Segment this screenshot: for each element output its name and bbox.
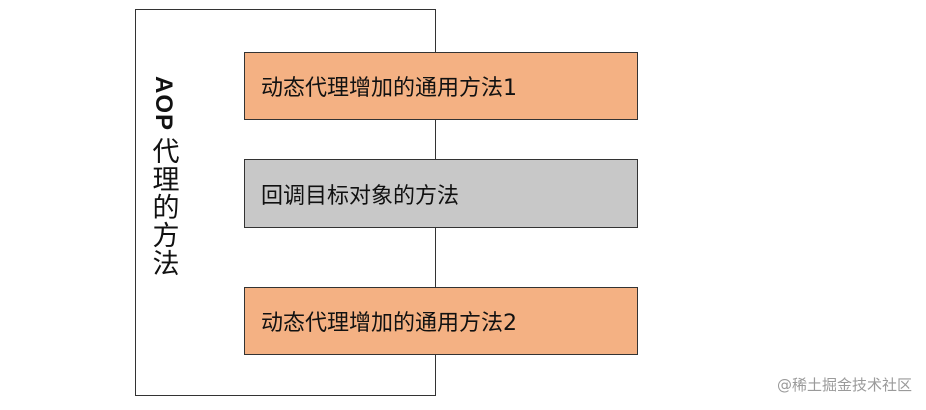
container-label-latin: AOP [150,76,177,132]
step-label-target-method: 回调目标对象的方法 [261,183,460,209]
step-label-after: 动态代理增加的通用方法2 [261,311,517,336]
step-box-after: 动态代理增加的通用方法2 [244,287,638,355]
step-box-before: 动态代理增加的通用方法1 [244,52,638,120]
watermark: @稀土掘金技术社区 [776,376,912,394]
container-label: AOP 代理的方法 [143,76,183,277]
step-box-target-method: 回调目标对象的方法 [244,159,638,228]
container-label-cjk: 代理的方法 [147,137,179,278]
step-label-before: 动态代理增加的通用方法1 [261,76,517,101]
